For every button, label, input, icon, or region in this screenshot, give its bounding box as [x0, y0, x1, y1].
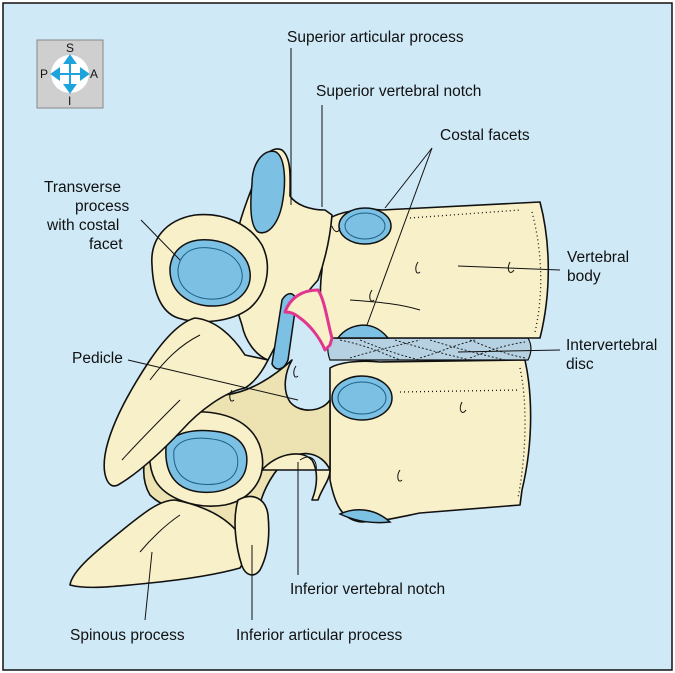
label-intervertebral-disc-2: disc	[566, 356, 594, 373]
label-transverse-process-3: with costal	[46, 217, 119, 234]
compass-anterior: A	[90, 67, 98, 81]
compass-posterior: P	[40, 67, 48, 81]
intervertebral-disc-shape	[328, 338, 531, 360]
label-transverse-process-2: process	[75, 198, 130, 215]
lower-costal-facet	[332, 376, 392, 420]
label-superior-vertebral-notch: Superior vertebral notch	[316, 83, 481, 100]
label-spinous-process: Spinous process	[70, 627, 185, 644]
orientation-compass: S I P A	[37, 40, 103, 108]
label-pedicle: Pedicle	[72, 350, 123, 367]
compass-superior: S	[66, 41, 74, 55]
label-vertebral-body-1: Vertebral	[567, 249, 629, 266]
label-inferior-articular-process: Inferior articular process	[236, 627, 403, 644]
lower-transverse-facet	[166, 431, 247, 493]
label-intervertebral-disc-1: Intervertebral	[566, 337, 657, 354]
label-transverse-process-4: facet	[89, 236, 123, 253]
label-costal-facets: Costal facets	[440, 127, 530, 144]
label-superior-articular-process: Superior articular process	[287, 29, 464, 46]
label-transverse-process-1: Transverse	[44, 179, 121, 196]
label-inferior-vertebral-notch: Inferior vertebral notch	[290, 581, 445, 598]
label-vertebral-body-2: body	[567, 268, 601, 285]
compass-inferior: I	[68, 94, 71, 108]
